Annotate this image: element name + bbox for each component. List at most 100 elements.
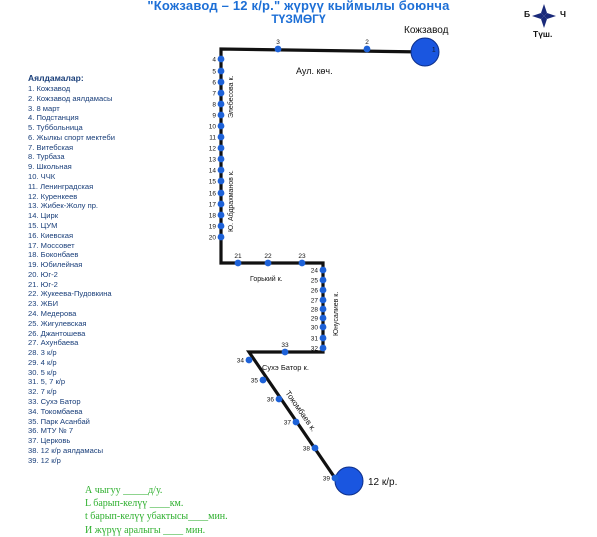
stop-legend-item: 36. МТУ № 7 [28, 426, 74, 436]
stop-legend-item: 3. 8 март [28, 103, 60, 113]
stop-legend-item: 34. Токомбаева [28, 406, 83, 416]
stop-number-label: 13 [209, 157, 217, 164]
stop-number-label: 36 [267, 397, 275, 404]
street-label-gorky: Горький к. [250, 275, 283, 283]
stop-marker [281, 348, 289, 356]
stop-marker [319, 334, 327, 342]
stop-number-label: 6 [212, 80, 216, 87]
stop-legend-item: 17. Моссовет [28, 240, 75, 250]
stop-number-label: 39 [323, 476, 331, 483]
stop-marker [217, 177, 225, 185]
stop-number-label: 26 [311, 288, 319, 295]
stop-legend-item: 24. Медерова [28, 308, 77, 318]
stop-marker [274, 45, 282, 53]
stop-number-label: 15 [209, 179, 217, 186]
stop-legend-item: 22. Жукеева-Пудовкина [28, 289, 112, 299]
stop-number-label: 21 [234, 253, 242, 260]
stop-number-label: 30 [311, 325, 319, 332]
stop-marker [217, 211, 225, 219]
street-label-zhlebesova: Элебесова к. [227, 75, 235, 118]
stop-marker [245, 356, 253, 364]
stop-marker [217, 233, 225, 241]
stop-marker [331, 474, 339, 482]
round-trip-time-line: t барып-келүү убактысы____мин. [85, 511, 228, 523]
stop-number-label: 20 [209, 235, 217, 242]
stop-legend-item: 6. Жылкы спорт мектеби [28, 132, 115, 142]
stop-number-label: 1 [432, 47, 436, 54]
stop-legend-item: 26. Джантошева [28, 328, 86, 338]
stop-number-label: 16 [209, 191, 217, 198]
map-subtitle: ТҮЗМӨГҮ [271, 12, 326, 26]
stop-legend-item: 25. Жигулевская [28, 318, 87, 328]
stop-marker [319, 314, 327, 322]
stop-legend-item: 1. Кожзавод [28, 84, 71, 93]
stop-legend-item: 21. Юг-2 [28, 279, 58, 289]
interval-line: И жүрүү аралыгы ____ мин. [85, 524, 206, 536]
stop-marker [217, 222, 225, 230]
stop-legend-item: 2. Кожзавод аялдамасы [28, 93, 113, 103]
stop-legend-item: 8. Турбаза [28, 152, 65, 162]
stop-number-label: 33 [281, 342, 289, 349]
stop-legend-item: 9. Школьная [28, 162, 72, 172]
stop-number-label: 29 [311, 316, 319, 323]
stop-number-label: 23 [298, 253, 306, 260]
stop-marker [217, 67, 225, 75]
stop-legend-item: 19. Юбилейная [28, 260, 83, 270]
stop-number-label: 3 [276, 39, 280, 46]
route-parameters: А чыгуу _____д/у. L барып-келүү ____км. … [85, 484, 228, 537]
stop-marker [311, 444, 319, 452]
stop-legend-item: 32. 7 к/р [28, 387, 57, 397]
stop-legend-item: 7. Витебская [28, 142, 74, 152]
stop-marker [319, 305, 327, 313]
stop-number-label: 34 [237, 358, 245, 365]
stop-marker [319, 296, 327, 304]
stop-marker [298, 259, 306, 267]
stop-legend-item: 33. Сухэ Батор [28, 397, 81, 406]
stop-legend-item: 18. Боконбаев [28, 250, 79, 260]
street-label-sukhe-bator: Сухэ Батор к. [262, 363, 309, 372]
stop-legend-item: 30. 5 к/р [28, 367, 57, 377]
stop-marker [292, 418, 300, 426]
stop-legend-item: 12. Куренкеев [28, 191, 78, 201]
stop-marker [217, 200, 225, 208]
stop-number-label: 25 [311, 278, 319, 285]
stop-marker [217, 166, 225, 174]
compass-north-label: Б [524, 9, 530, 19]
stop-number-label: 24 [311, 268, 319, 275]
stop-marker [234, 259, 242, 267]
stop-number-label: 9 [212, 113, 216, 120]
stop-marker [319, 286, 327, 294]
stop-number-label: 31 [311, 336, 319, 343]
route-line [219, 47, 426, 479]
stop-number-label: 17 [209, 202, 217, 209]
stop-marker [319, 344, 327, 352]
stop-legend-item: 4. Подстанция [28, 113, 79, 123]
stop-number-label: 14 [209, 168, 217, 175]
stop-number-label: 35 [251, 378, 259, 385]
stop-legend-item: 15. ЦУМ [28, 220, 58, 230]
stop-legend-item: 20. Юг-2 [28, 269, 58, 279]
stop-number-label: 18 [209, 213, 217, 220]
stop-legend-item: 28. 3 к/р [28, 348, 57, 358]
stop-number-label: 10 [209, 124, 217, 131]
departures-line: А чыгуу _____д/у. [85, 485, 163, 496]
stop-legend-item: 38. 12 к/р аялдамасы [28, 445, 104, 455]
stop-number-label: 27 [311, 298, 319, 305]
street-label-aul: Аул. көч. [296, 66, 333, 76]
stop-marker [217, 189, 225, 197]
stop-marker [319, 276, 327, 284]
map-title: "Кожзавод – 12 к/р." жүрүү кыймылы боюнч… [147, 0, 450, 13]
stop-number-label: 37 [284, 420, 292, 427]
stop-legend-item: 31. 5, 7 к/р [28, 377, 66, 387]
stop-number-label: 12 [209, 146, 217, 153]
stop-marker [217, 155, 225, 163]
stop-number-label: 5 [212, 69, 216, 76]
stop-legend-item: 16. Киевская [28, 230, 74, 240]
stop-legend-item: 23. ЖБИ [28, 299, 59, 309]
stop-legend-item: 35. Парк Асанбай [28, 416, 90, 426]
stop-marker [363, 45, 371, 53]
stop-legend-item: 29. 4 к/р [28, 357, 57, 367]
stop-legend-item: 14. Цирк [28, 211, 59, 221]
